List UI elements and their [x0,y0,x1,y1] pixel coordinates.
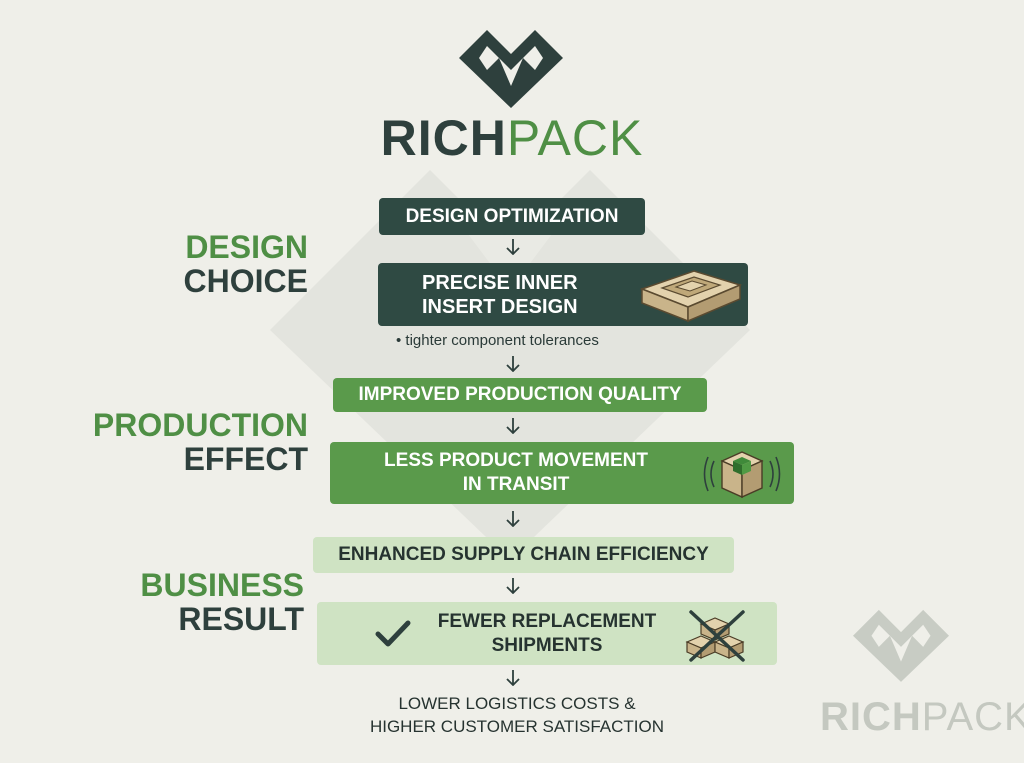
watermark-logo-icon [853,609,949,682]
flow-step-less-product-movement: LESS PRODUCT MOVEMENT IN TRANSIT [330,442,794,504]
arrow-down-icon [506,670,520,686]
stage-label-business: BUSINESS RESULT [140,568,304,636]
flow-step-label-line1: PRECISE INNER [422,271,578,294]
flow-step-label-line1: FEWER REPLACEMENT [437,610,657,632]
inner-insert-tray-icon [639,270,743,323]
flow-step-label-line2: IN TRANSIT [462,474,570,495]
stage-label-production: PRODUCTION EFFECT [93,408,308,476]
flow-step-label-line2: INSERT DESIGN [422,295,578,318]
flow-step-design-optimization: DESIGN OPTIMIZATION [379,198,645,235]
arrow-down-icon [506,578,520,594]
arrow-down-icon [506,418,520,434]
watermark-wordmark: RICHPACK [820,695,1024,740]
stage-label-design: DESIGN CHOICE [184,230,308,298]
arrow-down-icon [506,511,520,527]
flow-step-enhanced-supply-chain: ENHANCED SUPPLY CHAIN EFFICIENCY [313,537,734,573]
stage-label-line1: PRODUCTION [92,407,308,443]
flow-step-label: IMPROVED PRODUCTION QUALITY [358,384,682,405]
flow-step-precise-inner-insert: PRECISE INNER INSERT DESIGN [378,263,748,326]
watermark-name-part1: RICH [820,695,922,739]
brand-wordmark: RICHPACK [0,108,1024,168]
flow-step-fewer-replacement-shipments: FEWER REPLACEMENT SHIPMENTS [317,602,777,665]
arrow-down-icon [506,356,520,372]
flow-step-note: • tighter component tolerances [396,332,599,349]
final-outcome: LOWER LOGISTICS COSTS & HIGHER CUSTOMER … [300,692,734,738]
final-outcome-line2: HIGHER CUSTOMER SATISFACTION [369,717,665,736]
flow-step-improved-production-quality: IMPROVED PRODUCTION QUALITY [333,378,707,412]
stage-label-line2: CHOICE [183,263,308,299]
brand-name-part1: RICH [380,110,507,166]
flow-step-label-line2: SHIPMENTS [491,634,603,656]
final-outcome-line1: LOWER LOGISTICS COSTS & [398,694,636,713]
flow-step-label: DESIGN OPTIMIZATION [405,205,619,227]
stage-label-line2: RESULT [178,601,304,637]
brand-name-part2: PACK [506,110,644,166]
stage-label-line2: EFFECT [183,441,308,477]
crossed-out-boxes-icon [685,610,745,662]
stage-label-line1: DESIGN [185,229,308,265]
flow-step-label-line1: LESS PRODUCT MOVEMENT [384,450,648,471]
richpack-logo-icon [459,30,563,108]
checkmark-icon [375,620,411,647]
flow-step-label: ENHANCED SUPPLY CHAIN EFFICIENCY [338,544,709,565]
stage-label-line1: BUSINESS [140,567,304,603]
stable-box-icon [703,451,781,499]
watermark-name-part2: PACK [921,695,1024,739]
arrow-down-icon [506,239,520,255]
